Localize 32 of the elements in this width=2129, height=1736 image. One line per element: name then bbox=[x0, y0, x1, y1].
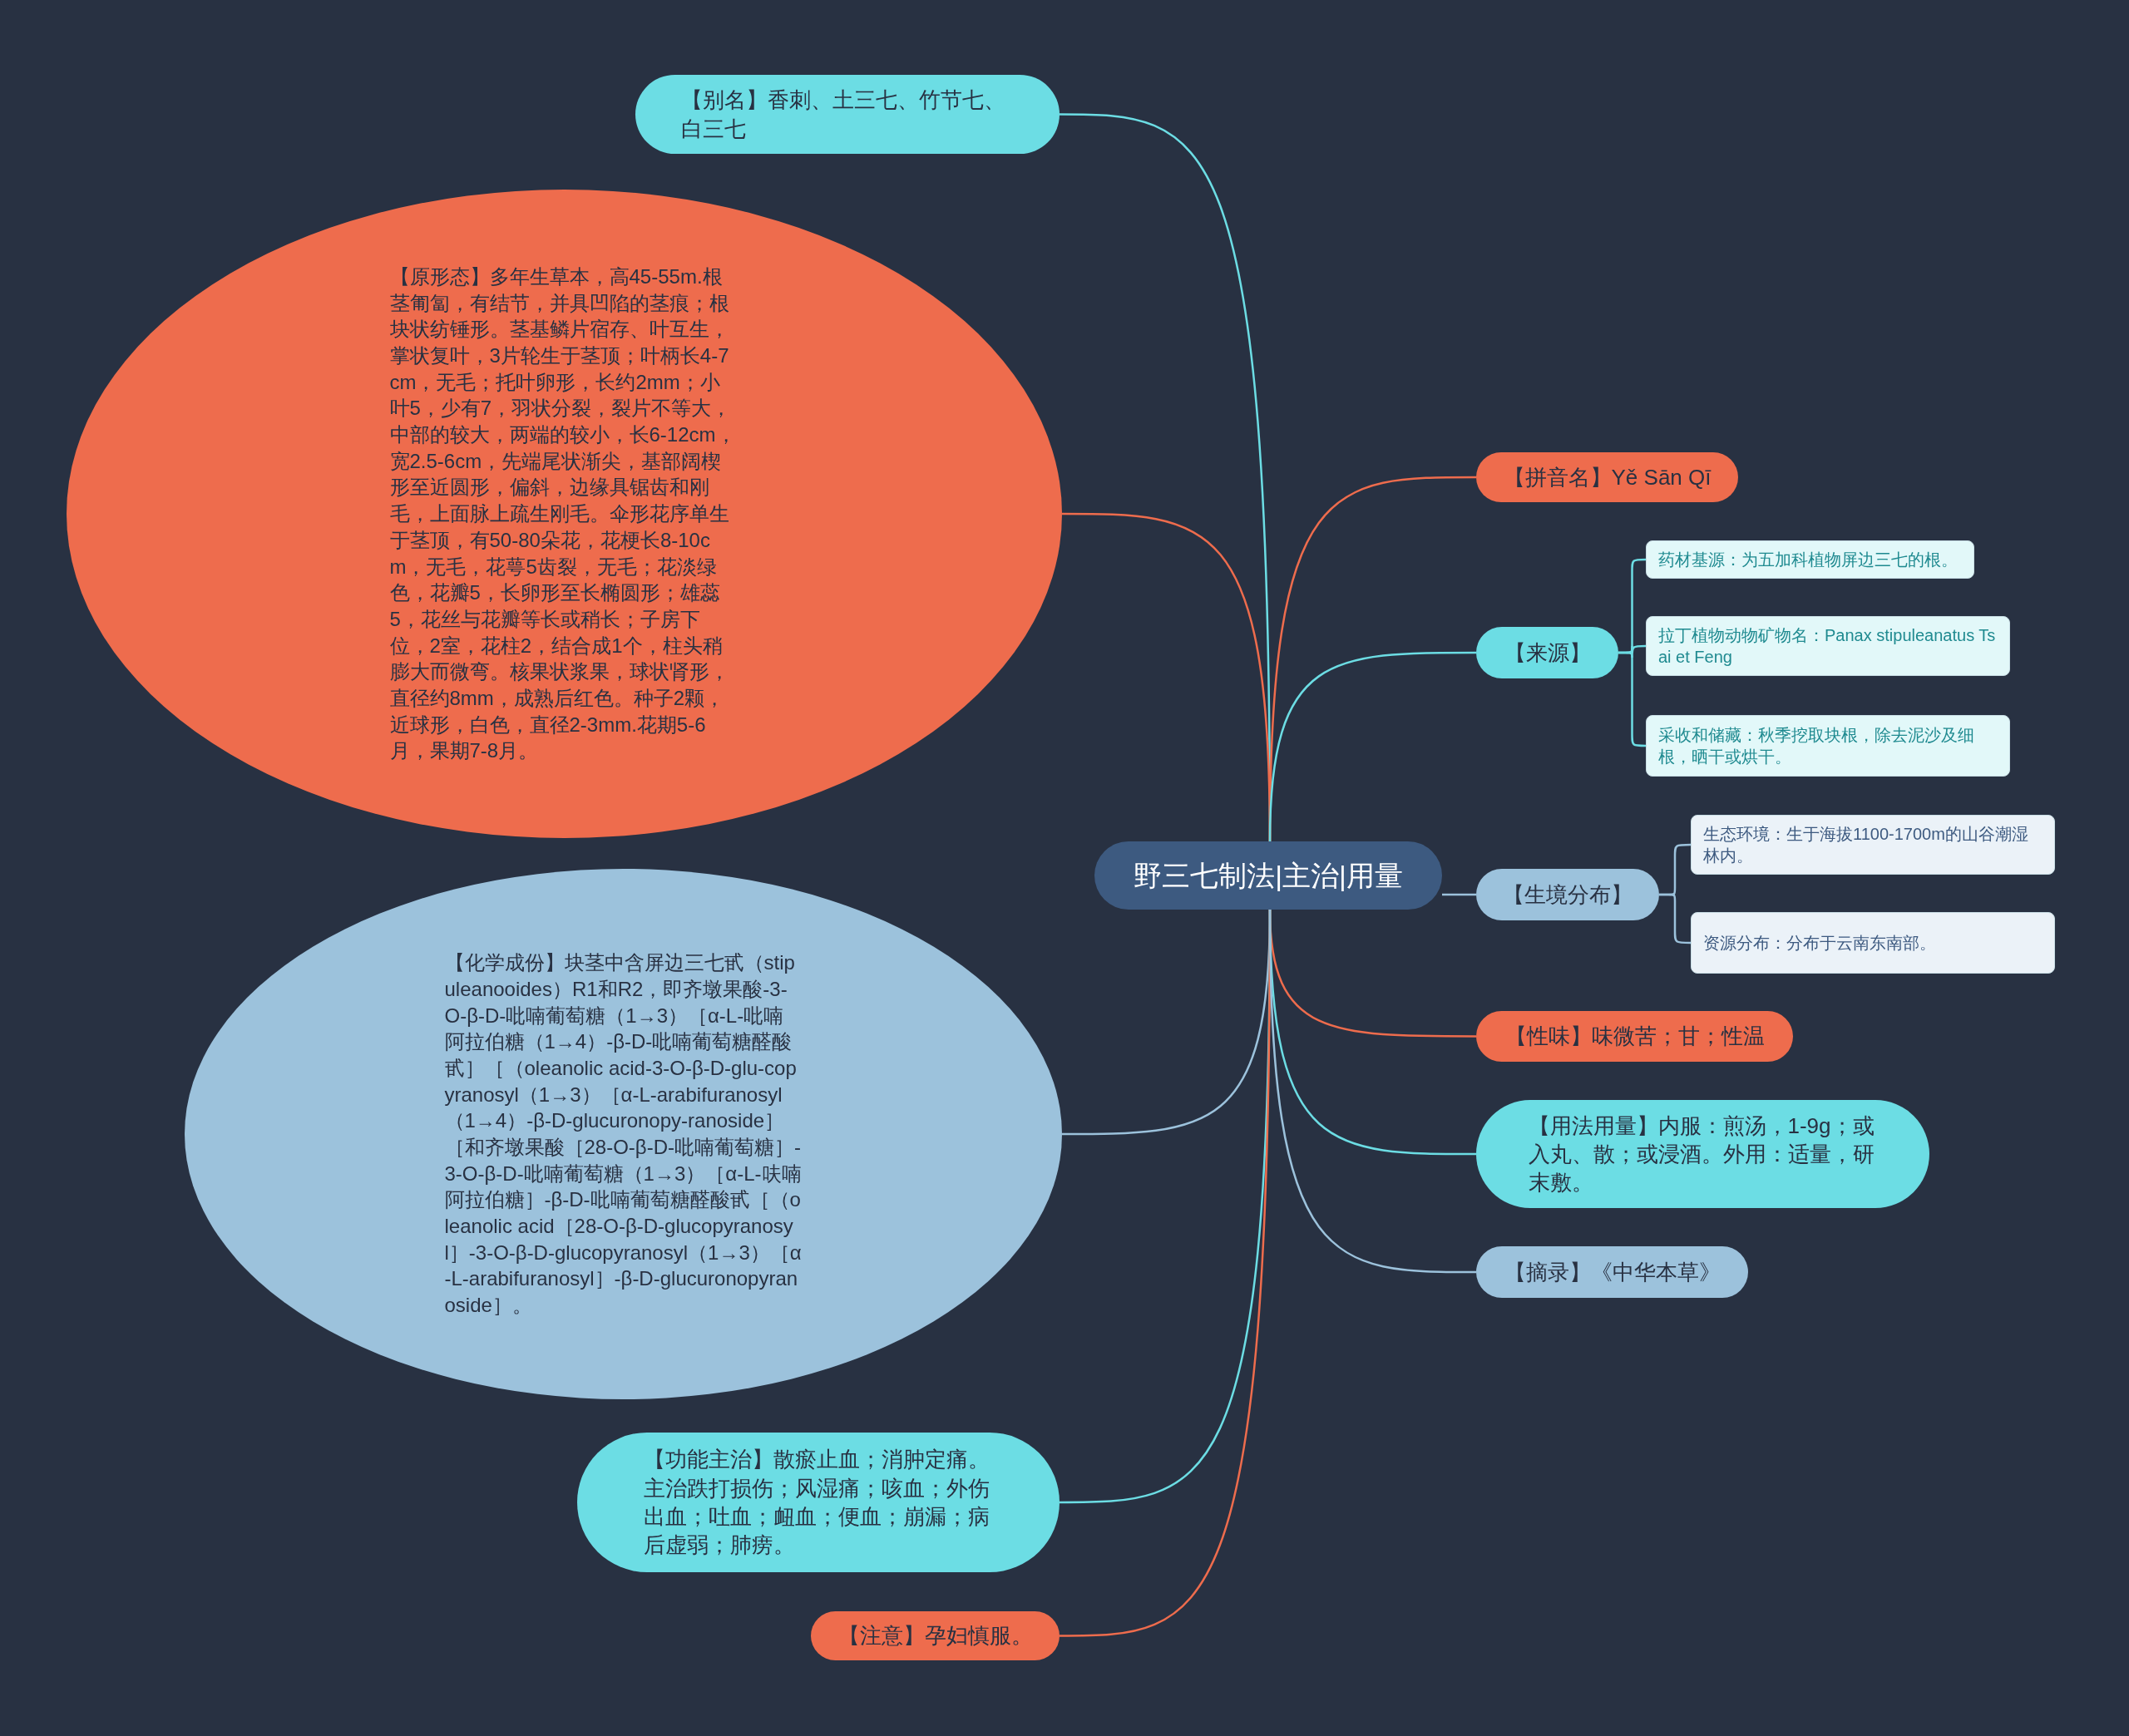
node-text: 【摘录】《中华本草》 bbox=[1504, 1258, 1721, 1286]
node-text: 生态环境：生于海拔1100-1700m的山谷潮湿林内。 bbox=[1703, 823, 2029, 866]
node-text: 【生境分布】 bbox=[1503, 880, 1633, 909]
topic-bubble bbox=[1476, 1011, 1793, 1062]
detail-card bbox=[1646, 715, 2010, 777]
connector-line bbox=[1268, 910, 1476, 1274]
node-text: 【用法用量】内服：煎汤，1-9g；或入丸、散；或浸酒。外用：适量，研末敷。 bbox=[1528, 1112, 1875, 1197]
node-text: 【注意】孕妇慎服。 bbox=[837, 1622, 1033, 1650]
node-text: 采收和储藏：秋季挖取块根，除去泥沙及细根，晒干或烘干。 bbox=[1658, 724, 1975, 767]
node-text: 【别名】香刺、土三七、竹节七、白三七 bbox=[681, 86, 1006, 143]
node-text: 药材基源：为五加科植物屏边三七的根。 bbox=[1658, 549, 1958, 570]
connector-line bbox=[1268, 651, 1476, 842]
topic-bubble bbox=[1476, 452, 1738, 502]
connector-line bbox=[1442, 893, 1476, 896]
topic-bubble bbox=[1476, 869, 1659, 920]
detail-card bbox=[1646, 616, 2010, 676]
node-text: 【化学成份】块茎中含屏边三七甙（stipuleanooides）R1和R2，即齐墩果酸-3-O-β-D-吡喃葡萄糖（1→3）［α-L-吡喃阿拉伯糖（1→4）-β-D-吡喃葡萄糖醛酸甙］［（oleanolic acid-3-O-β-D-glu-copyranosyl（1→3）［α-L-arabifuranosyl（1→4）-β-D-glucuronopy-ranoside］［和齐墩果酸［28-O-β-D-吡喃葡萄糖］-3-O-β-D-吡喃葡萄糖（1→3）［α-L-呋喃阿拉伯糖］-β-D-吡喃葡萄糖醛酸甙［（oleanolic acid［28-O-β-D-glucopyranosyl］-3-O-β-D-glucopyranosyl（1→3）［α-L-arabifuranosyl］-β-D-glucuronopyranoside］。 bbox=[444, 950, 803, 1319]
detail-card bbox=[1691, 815, 2055, 875]
detail-card bbox=[1691, 912, 2055, 974]
node-text: 【性味】味微苦；甘；性温 bbox=[1504, 1023, 1765, 1051]
topic-title: 野三七制法|主治|用量 bbox=[1134, 858, 1403, 893]
node-text: 【来源】 bbox=[1504, 639, 1591, 667]
connector-line bbox=[1618, 651, 1646, 747]
node-text: 【功能主治】散瘀止血；消肿定痛。主治跌打损伤；风湿痛；咳血；外伤出血；吐血；衄血；便血；崩漏；病后虚弱；肺痨。 bbox=[644, 1446, 990, 1560]
detail-card bbox=[1646, 540, 1974, 579]
connector-line bbox=[1659, 893, 1691, 944]
topic-bubble bbox=[1476, 627, 1618, 678]
node-text: 【拼音名】Yě Sān Qī bbox=[1503, 463, 1712, 491]
node-text: 【原形态】多年生草本，高45-55m.根茎匍匐，有结节，并具凹陷的茎痕；根块状纺锤形。茎基鳞片宿存、叶互生，掌状复叶，3片轮生于茎顶；叶柄长4-7cm，无毛；托叶卵形，长约2mm；小叶5，少有7，羽状分裂，裂片不等大，中部的较大，两端的较小，长6-12cm，宽2.5-6cm，先端尾状渐尖，基部阔楔形至近圆形，偏斜，边缘具锯齿和刚毛，上面脉上疏生刚毛。伞形花序单生于茎顶，有50-80朵花，花梗长8-10cm，无毛，花萼5齿裂，无毛；花淡绿色，花瓣5，长卵形至长椭圆形；雄蕊5，花丝与花瓣等长或稍长；子房下位，2室，花柱2，结合成1个，柱头稍膨大而微弯。核果状浆果，球状肾形，直径约8mm，成熟后红色。种子2颗，近球形，白色，直径2-3mm.花期5-6月，果期7-8月。 bbox=[389, 264, 737, 764]
node-text: 拉丁植物动物矿物名：Panax stipuleanatus Tsai et Feng bbox=[1658, 624, 1997, 668]
topic-bubble bbox=[1476, 1246, 1748, 1298]
node-text: 资源分布：分布于云南东南部。 bbox=[1703, 932, 1937, 954]
